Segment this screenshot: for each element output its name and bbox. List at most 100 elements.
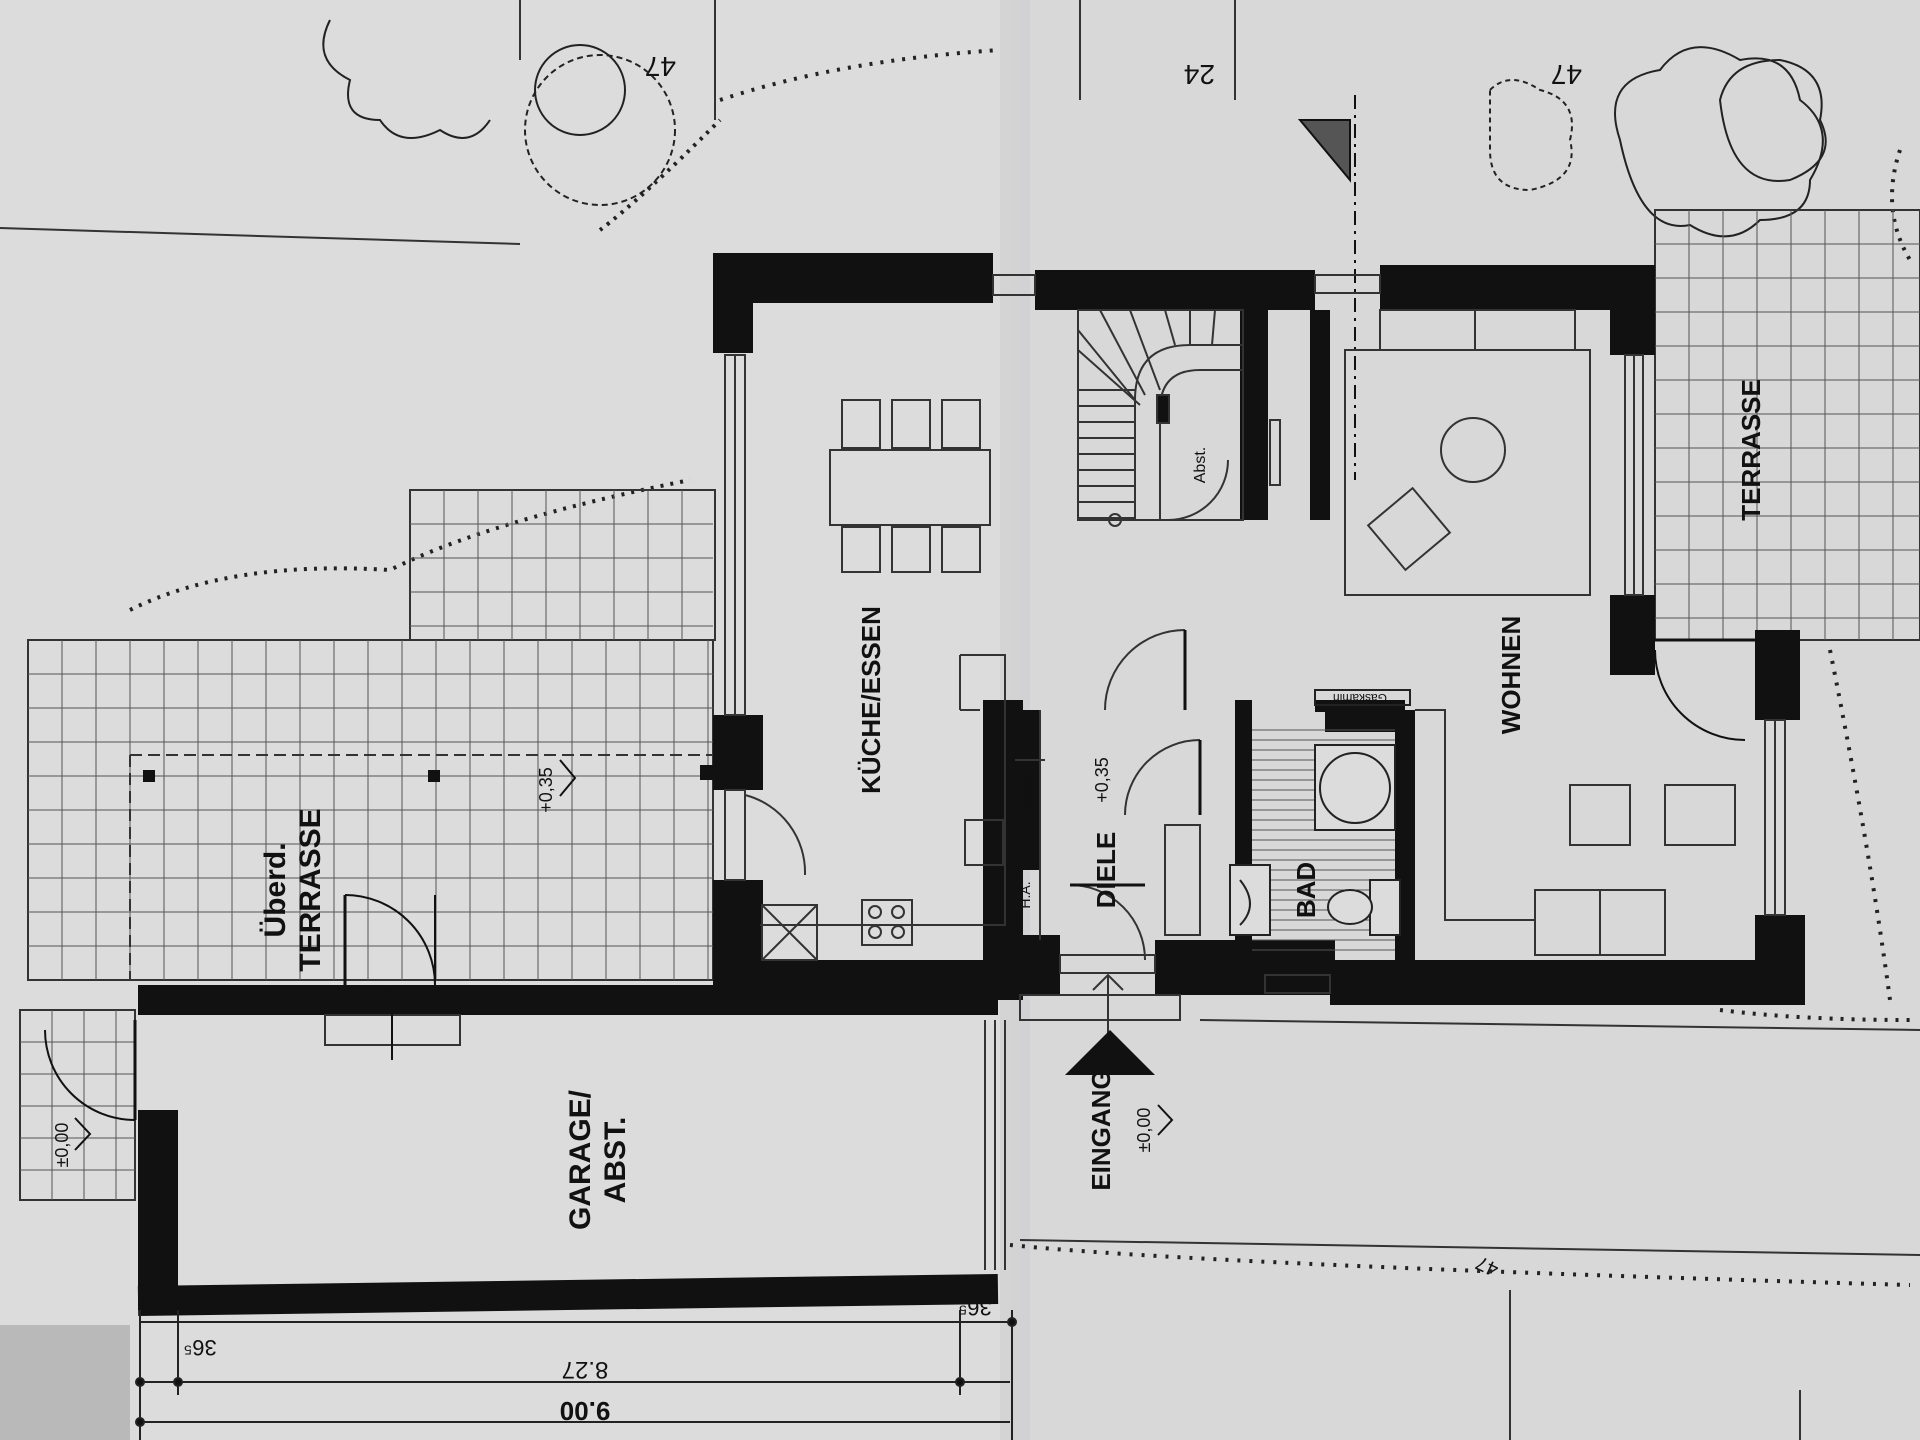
- wall-east-lower: [1755, 630, 1800, 720]
- dimension-lines: [135, 1310, 1017, 1440]
- hedge-dots-6: [1719, 1008, 1911, 1022]
- garage-side-door[interactable]: [44, 1020, 137, 1121]
- wall-stair: [1240, 310, 1268, 520]
- garage-label-line1: GARAGE/: [564, 1089, 597, 1230]
- stair-tread: [1077, 349, 1141, 406]
- dimension-total: 9.00: [560, 1396, 611, 1426]
- shower: [1314, 744, 1396, 831]
- section-marker-triangle: [1297, 119, 1351, 183]
- window-north-mid: [1314, 274, 1381, 294]
- side-table-2: [1664, 784, 1736, 846]
- tv: [1269, 419, 1281, 486]
- windows: [724, 274, 1786, 1021]
- armchair: [1366, 486, 1452, 572]
- kitchen-label: KÜCHE/ESSEN: [856, 606, 886, 794]
- wall-stair-2: [1310, 310, 1330, 520]
- kitchen-counter: [760, 654, 1006, 926]
- wall-north-left: [713, 253, 993, 303]
- coffee-table: [1440, 417, 1506, 483]
- utility-label: H.A.: [1017, 881, 1033, 908]
- chair-3: [941, 399, 981, 449]
- hedge-dots-1: [598, 118, 722, 232]
- wall-sw-corner: [713, 880, 763, 995]
- wall-west-pier: [713, 715, 763, 790]
- hall-level-marker: +0,35: [1092, 757, 1112, 803]
- living-terrace-door[interactable]: [1654, 638, 1755, 741]
- staircase: [1077, 309, 1244, 527]
- wall-bath-north: [1325, 710, 1400, 732]
- chair-6: [941, 526, 981, 573]
- stair-tread: [1129, 309, 1161, 391]
- entrance-label: EINGANG: [1086, 1069, 1116, 1190]
- kitchen-door-swing: [744, 794, 807, 876]
- garage-door-level-text: ±0,00: [52, 1123, 72, 1168]
- entrance-marker-triangle: [1065, 1030, 1155, 1075]
- wall-hall-west: [1015, 710, 1040, 870]
- wall-south-living: [1330, 960, 1800, 1005]
- entrance-level-marker: ±0,00: [1134, 1104, 1174, 1153]
- terrace-covered-label-line1: Überd.: [259, 842, 292, 937]
- wall-se-corner: [1755, 915, 1805, 1005]
- wall-south-kitchen: [760, 960, 1015, 1000]
- dining-table: [829, 449, 991, 526]
- stair-tread: [1164, 309, 1176, 346]
- hall-level-text: +0,35: [1092, 757, 1112, 803]
- bath-label: BAD: [1291, 862, 1321, 918]
- entrance-level-text: ±0,00: [1134, 1108, 1154, 1153]
- hedge-dots-2: [719, 48, 1001, 102]
- wall-east-pier: [1610, 595, 1655, 675]
- tree-canopy-3: [1614, 46, 1824, 238]
- house-walls: [713, 253, 1805, 1005]
- hall-label: DIELE: [1091, 832, 1121, 909]
- chair-1: [841, 399, 881, 449]
- chair-2: [891, 399, 931, 449]
- kitchen-furniture: [744, 399, 1006, 961]
- pantry: [761, 904, 818, 961]
- chair-5: [891, 526, 931, 573]
- garage-door-level-marker: ±0,00: [52, 1117, 92, 1168]
- stair-tread: [1211, 309, 1216, 346]
- dimension-wall-left: 36⁵: [183, 1335, 217, 1360]
- sink: [964, 819, 1004, 866]
- wall-hall-south-pier: [1015, 935, 1060, 995]
- garage: GARAGE/ ABST.: [137, 985, 1006, 1317]
- window-kitchen-sw: [724, 789, 746, 881]
- terrace-level-text: +0,35: [536, 767, 556, 813]
- stair-tread: [1099, 309, 1146, 396]
- side-table-1: [1569, 784, 1631, 846]
- chair-4: [841, 526, 881, 573]
- tree-canopy-4: [1718, 58, 1827, 182]
- hall-door-swing-top: [1104, 629, 1186, 711]
- terrace-left: [27, 489, 716, 981]
- hall-closet: [1164, 824, 1201, 936]
- entry-door-swing: [1069, 884, 1146, 961]
- hedge-dots-7: [1890, 149, 1912, 262]
- tree-canopy-2: [534, 44, 626, 136]
- wall-north-right: [1380, 265, 1650, 310]
- toilet: [1369, 879, 1401, 936]
- terrace-door[interactable]: [343, 894, 436, 986]
- chimney-label: Gaskamin: [1333, 691, 1387, 705]
- stair-storage-label: Abst.: [1192, 447, 1209, 483]
- garage-label-line2: ABST.: [599, 1117, 632, 1204]
- wall-ne-corner: [1610, 265, 1655, 355]
- window-kitchen-north: [992, 274, 1036, 296]
- wall-north-mid: [1035, 270, 1315, 310]
- hedge-dots-4: [1009, 1243, 1911, 1287]
- window-hall-south: [1059, 954, 1156, 974]
- window-bath-south: [1264, 974, 1331, 994]
- neighbour-building-fill: [0, 1325, 130, 1440]
- dimension-wall-right: 36⁵: [958, 1295, 992, 1320]
- bath-door-swing: [1124, 739, 1201, 816]
- neighbour-number-top-right: 47: [1551, 59, 1582, 90]
- terrace-covered-label-line2: TERRASSE: [294, 808, 327, 971]
- tree-canopy-1: [524, 54, 676, 206]
- vegetation: [129, 19, 1912, 1287]
- bath-fixtures: [1229, 689, 1411, 951]
- terrace-right-label: TERRASSE: [1736, 379, 1766, 521]
- dimension-inner: 8.27: [562, 1356, 609, 1383]
- hob: [861, 899, 913, 946]
- terrace-level-marker: +0,35: [536, 759, 577, 813]
- entry-canopy: [1019, 994, 1181, 1021]
